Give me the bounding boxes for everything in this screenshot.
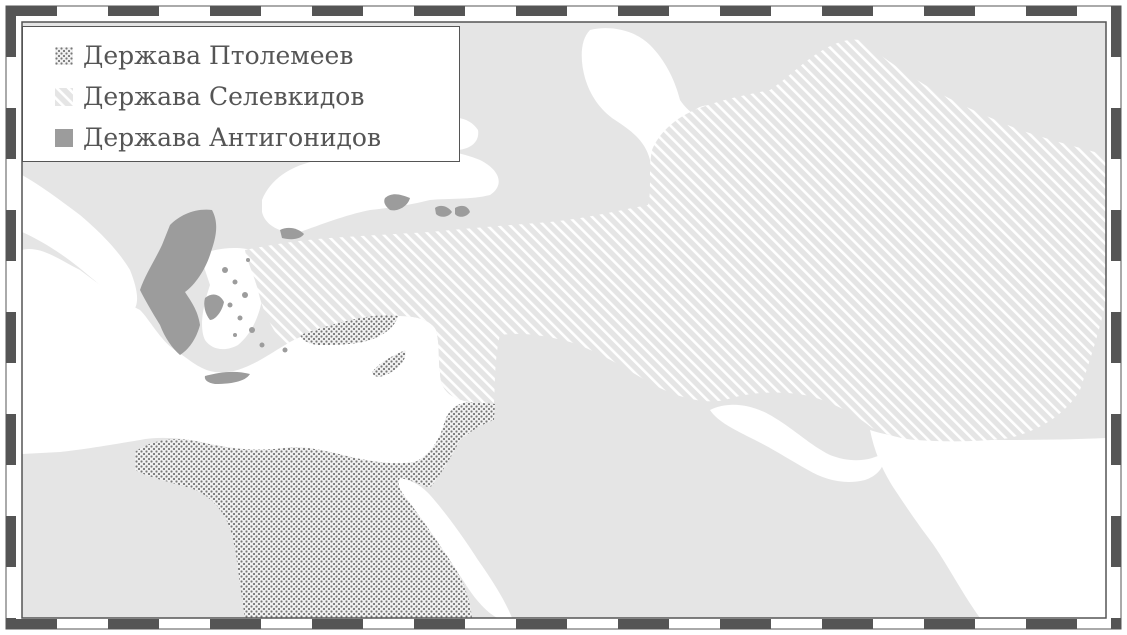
frame-segment — [6, 6, 16, 57]
frame-segment — [6, 516, 16, 567]
frame-segment — [414, 619, 465, 629]
aegean-sea — [200, 248, 267, 350]
frame-segment — [108, 619, 159, 629]
dotted-swatch-icon — [55, 46, 73, 65]
frame-segment — [1026, 619, 1077, 629]
seleucid-empire-region — [245, 39, 1106, 442]
frame-segment — [6, 414, 16, 465]
antigonid-crete — [204, 371, 250, 384]
persian-gulf — [710, 404, 884, 482]
frame-segment — [618, 6, 669, 16]
frame-segment — [618, 619, 669, 629]
cyprus-island — [372, 350, 406, 377]
frame-segment — [6, 312, 16, 363]
ptolemaic-anatolia-coast — [300, 315, 398, 345]
frame-segment — [6, 108, 16, 159]
frame-segment — [720, 6, 771, 16]
frame-segment — [6, 618, 16, 629]
legend-label-antigonid: Держава Антигонидов — [83, 123, 382, 152]
legend-label-ptolemaic: Держава Птолемеев — [83, 41, 354, 70]
arabian-sea — [870, 430, 1106, 618]
solid-swatch-icon — [55, 128, 73, 147]
map-frame — [5, 5, 1122, 630]
frame-segment — [210, 619, 261, 629]
frame-segment — [516, 6, 567, 16]
frame-segment — [6, 6, 57, 16]
antigonid-empire-region — [140, 209, 217, 355]
ptolemaic-empire-region — [135, 402, 495, 618]
frame-segment — [312, 619, 363, 629]
frame-segment — [1111, 210, 1121, 261]
frame-segment — [6, 210, 16, 261]
adriatic-sea — [22, 175, 138, 312]
frame-segment — [1111, 414, 1121, 465]
antigonid-bosporus — [280, 227, 304, 240]
frame-segment — [1111, 312, 1121, 363]
red-sea — [395, 478, 512, 618]
legend-label-seleucid: Держава Селевкидов — [83, 82, 365, 111]
frame-segment — [1111, 6, 1121, 57]
frame-segment — [924, 6, 975, 16]
legend-item-ptolemaic: Держава Птолемеев — [55, 35, 459, 76]
frame-segment — [1111, 618, 1121, 629]
frame-segment — [822, 619, 873, 629]
antigonid-black-sea-coast-2 — [435, 205, 452, 217]
black-sea — [262, 149, 499, 233]
frame-segment — [108, 6, 159, 16]
frame-segment — [414, 6, 465, 16]
map-legend: Держава Птолемеев Держава Селевкидов Дер… — [22, 26, 460, 162]
hatched-swatch-icon — [55, 87, 73, 106]
frame-segment — [1111, 108, 1121, 159]
frame-segment — [6, 619, 57, 629]
frame-segment — [1111, 516, 1121, 567]
antigonid-euboea — [204, 294, 224, 320]
frame-segment — [210, 6, 261, 16]
frame-segment — [720, 619, 771, 629]
frame-segment — [516, 619, 567, 629]
mediterranean-sea — [22, 249, 495, 464]
legend-item-antigonid: Держава Антигонидов — [55, 117, 459, 158]
frame-segment — [1026, 6, 1077, 16]
frame-segment — [822, 6, 873, 16]
frame-segment — [924, 619, 975, 629]
antigonid-black-sea-coast — [384, 194, 410, 211]
aegean-islands — [222, 258, 288, 353]
legend-item-seleucid: Держава Селевкидов — [55, 76, 459, 117]
frame-segment — [312, 6, 363, 16]
antigonid-black-sea-coast-3 — [455, 205, 470, 217]
